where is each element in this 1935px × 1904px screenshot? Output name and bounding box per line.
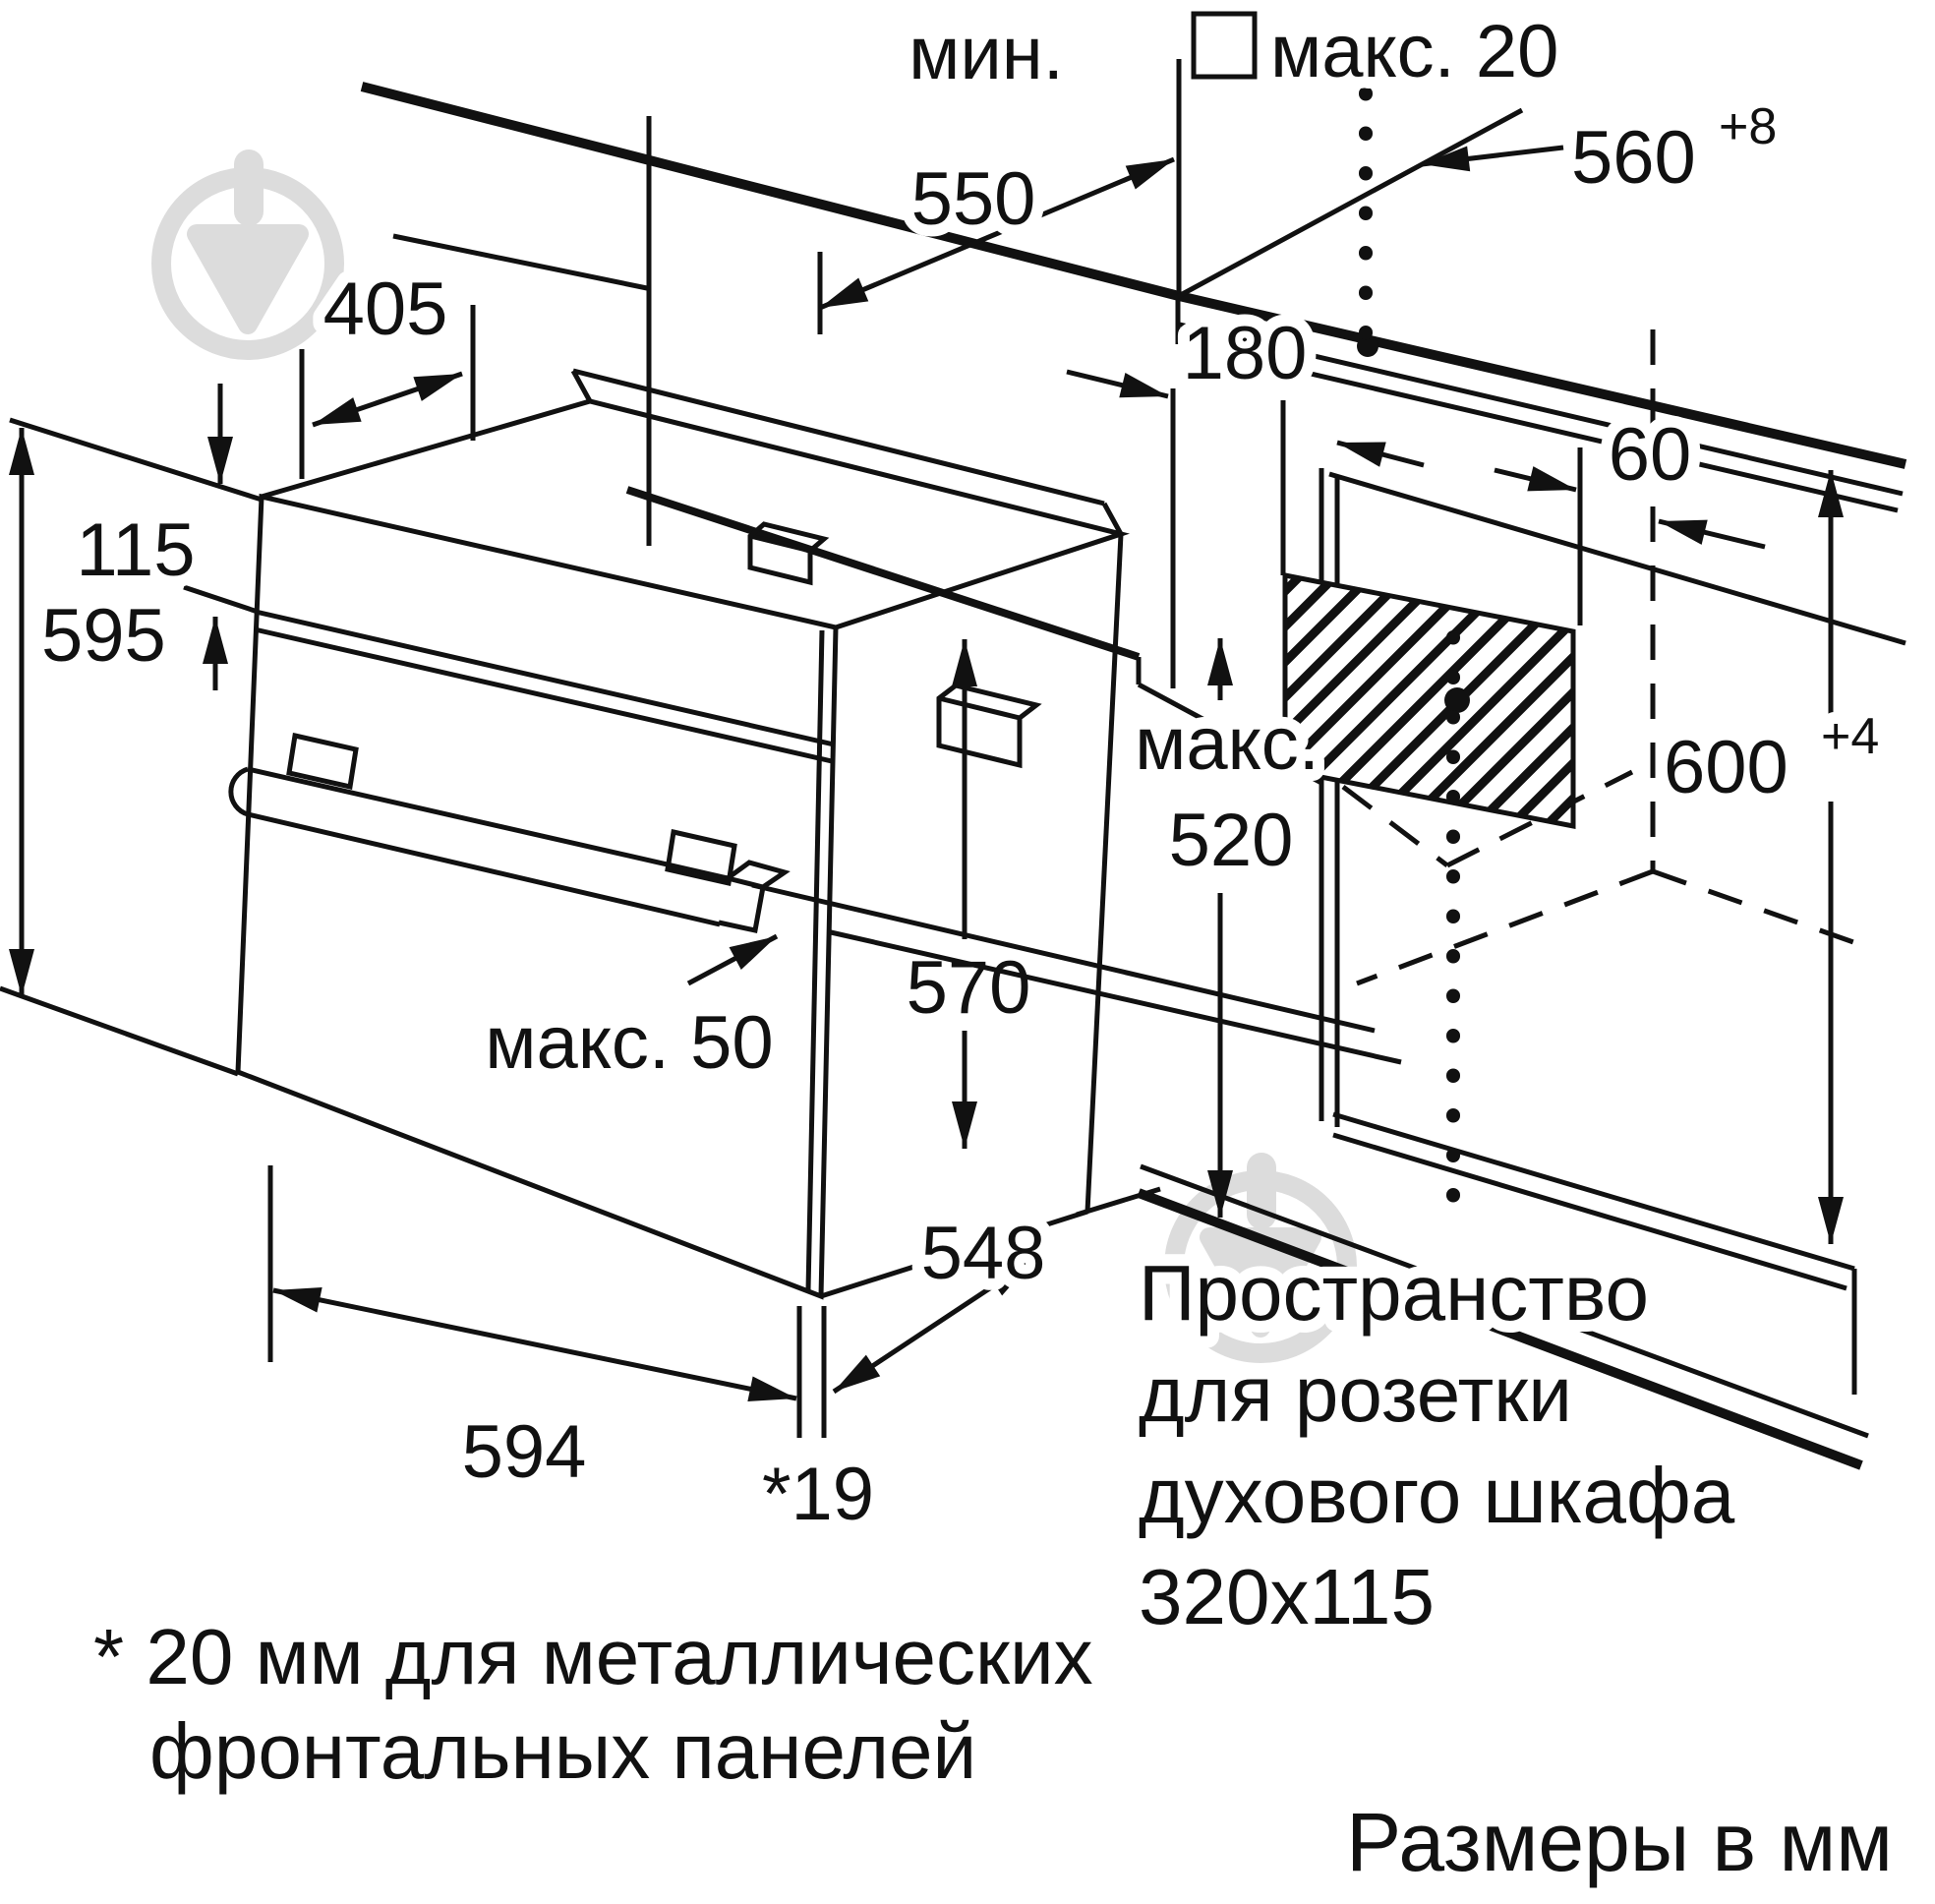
oven-top-vent-tab bbox=[747, 521, 830, 586]
handle-bracket-left bbox=[286, 732, 359, 791]
footnote: * 20 мм для металлических фронтальных па… bbox=[82, 1601, 1105, 1807]
dim-600-value: 600 bbox=[1664, 726, 1788, 809]
plinth-left-edge bbox=[0, 985, 239, 1077]
dim-600: 600 +4 bbox=[1652, 470, 1891, 1244]
dim-560-value: 560 bbox=[1571, 116, 1696, 200]
control-panel-bottom-1 bbox=[255, 609, 835, 747]
base-front-edge bbox=[1137, 1188, 1863, 1470]
dim-115: 115 bbox=[9, 384, 263, 690]
footnote-line1: * 20 мм для металлических bbox=[93, 1613, 1093, 1700]
dim-595-value: 595 bbox=[41, 594, 166, 678]
dim-115-value: 115 bbox=[76, 508, 195, 592]
dim-max50-label: макс. 50 bbox=[485, 1001, 773, 1085]
dim-180-value: 180 bbox=[1183, 312, 1308, 395]
dim-560: 560 +8 bbox=[1175, 87, 1788, 300]
oven-back-rim bbox=[570, 368, 1124, 536]
counter-back-edge bbox=[360, 82, 1907, 469]
oven-side-terminal-tab bbox=[936, 683, 1042, 769]
oven-back-right-edge bbox=[1085, 533, 1124, 1213]
dim-405-value: 405 bbox=[323, 268, 448, 351]
oven bbox=[228, 368, 1131, 1300]
niche-top-strip-2 bbox=[1179, 340, 1899, 513]
control-panel-bottom-2 bbox=[254, 626, 833, 764]
dim-min550-value: 550 bbox=[911, 157, 1036, 241]
dim-405: 405 bbox=[299, 256, 476, 479]
niche-top-strip-1 bbox=[1179, 322, 1904, 497]
handle-bar-bottom bbox=[247, 811, 721, 927]
socket-space bbox=[1282, 87, 1576, 1226]
counter-front-edge bbox=[625, 486, 1141, 661]
dim-max-20: макс. 20 bbox=[1191, 0, 1570, 105]
dim-180: 180 bbox=[1066, 300, 1425, 688]
counter-left-lower-edge bbox=[392, 233, 648, 291]
socket-note-line4: 320x115 bbox=[1139, 1553, 1435, 1640]
dim-594-value: 594 bbox=[462, 1410, 587, 1494]
dim-560-tolerance: +8 bbox=[1719, 98, 1777, 155]
dim-594: 594 bbox=[267, 1165, 797, 1506]
dim-max20-label: макс. 20 bbox=[1270, 10, 1558, 93]
oven-top-face bbox=[261, 398, 1131, 630]
dim-max520-prefix: макс. bbox=[1135, 702, 1319, 786]
units-note: Размеры в мм bbox=[1346, 1796, 1893, 1888]
dim-min-550: мин. 550 bbox=[817, 0, 1175, 334]
dim-548-value: 548 bbox=[921, 1212, 1046, 1295]
handle-bar-top bbox=[247, 766, 729, 881]
niche-shelf-1 bbox=[1332, 1111, 1855, 1272]
dim-600-tolerance: +4 bbox=[1821, 708, 1879, 765]
socket-note-line2: для розетки bbox=[1139, 1350, 1572, 1438]
footnote-line2: фронтальных панелей bbox=[149, 1707, 976, 1795]
dim-max520-value: 520 bbox=[1169, 799, 1294, 882]
dim-min550-prefix: мин. bbox=[909, 12, 1064, 95]
base-top-edge bbox=[1140, 1163, 1869, 1439]
dim-19-label: *19 bbox=[762, 1453, 874, 1536]
niche-hidden-floor-left bbox=[1356, 868, 1654, 986]
dim-60: 60 bbox=[1494, 401, 1766, 625]
cable-point bbox=[1357, 335, 1378, 357]
niche-shelf-2 bbox=[1332, 1132, 1847, 1291]
countertop-symbol bbox=[1191, 11, 1258, 80]
socket-note-line1: Пространство bbox=[1139, 1249, 1649, 1337]
socket-note: Пространство для розетки духового шкафа … bbox=[1127, 1237, 1747, 1652]
niche-top-front-edge bbox=[1328, 471, 1906, 646]
socket-space-hatched-area bbox=[1282, 571, 1576, 830]
niche-hidden-back-2 bbox=[1445, 769, 1634, 868]
handle-bracket-right bbox=[665, 828, 737, 887]
dim-548: 548 bbox=[832, 1186, 1161, 1395]
dim-max-50: макс. 50 bbox=[473, 882, 1402, 1097]
watermark-top-left bbox=[151, 149, 344, 360]
socket-point bbox=[1444, 687, 1470, 713]
handle-left-cap bbox=[228, 766, 249, 817]
dim-door-19: *19 bbox=[750, 1306, 886, 1548]
dim-595: 595 bbox=[9, 428, 178, 996]
dim-570-value: 570 bbox=[907, 946, 1031, 1030]
niche-hidden-floor-right bbox=[1652, 868, 1874, 952]
oven-front-face bbox=[235, 493, 839, 1300]
niche-hidden-back-1 bbox=[1341, 785, 1449, 867]
dim-max-520: макс. 520 bbox=[1123, 638, 1331, 1218]
socket-note-line3: духового шкафа bbox=[1139, 1452, 1735, 1539]
dim-60-value: 60 bbox=[1609, 413, 1692, 497]
oven-door-right-inner-edge bbox=[805, 629, 825, 1291]
